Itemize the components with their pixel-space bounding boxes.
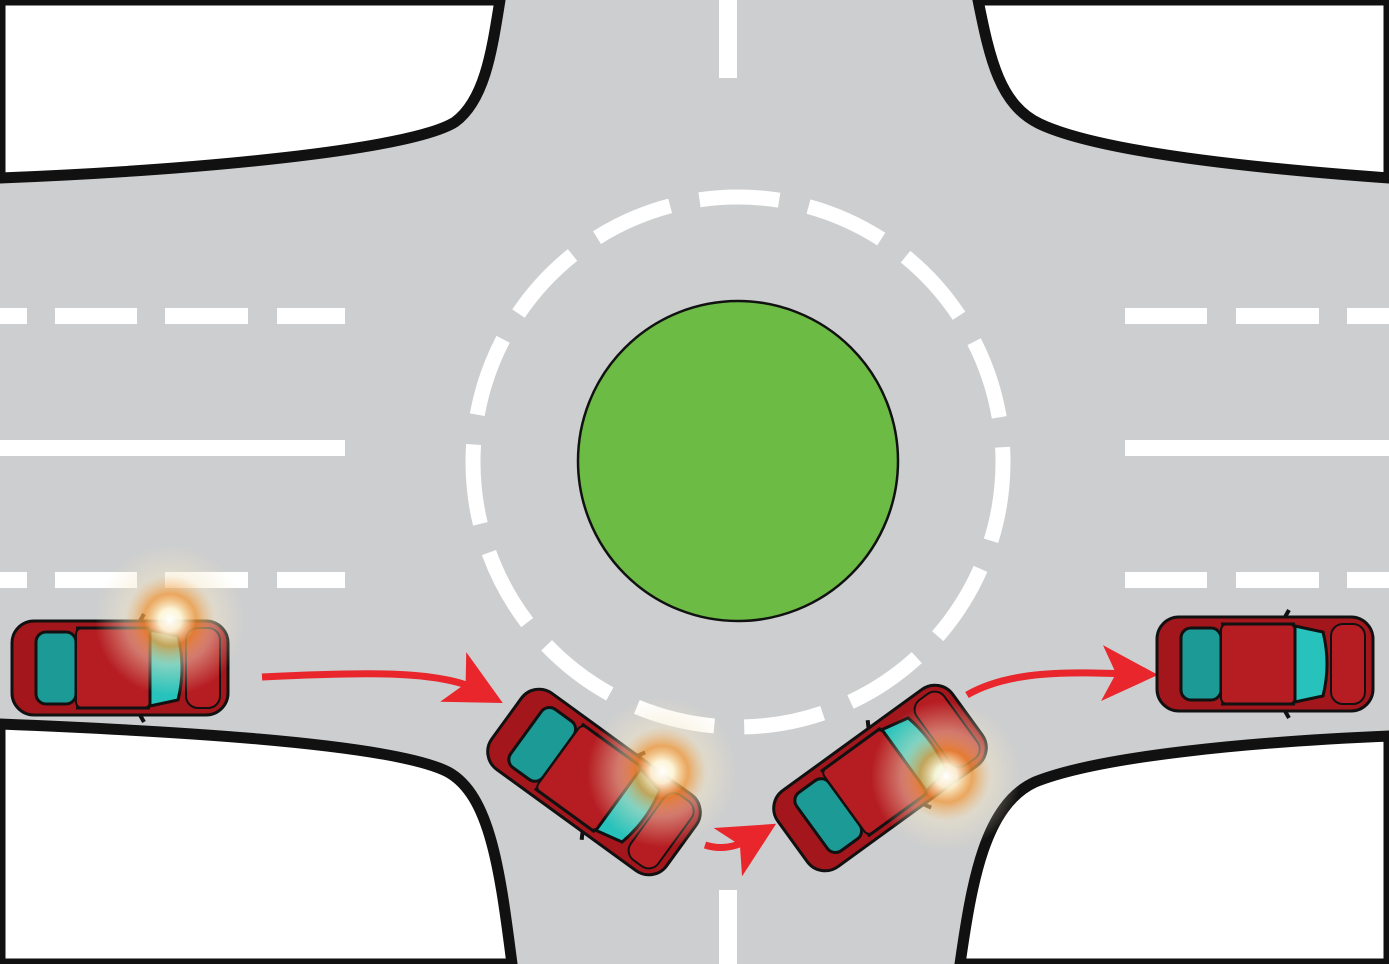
path-arrow-3 xyxy=(965,645,1158,702)
verge-top-right xyxy=(972,0,1389,184)
verge-top-left xyxy=(0,0,506,184)
path-arrow-1 xyxy=(261,652,503,704)
path-arrow-2 xyxy=(703,823,777,877)
verge-bottom-left xyxy=(0,718,518,964)
roundabout-dashed-ring xyxy=(465,189,1011,735)
indicator-light xyxy=(871,701,1021,851)
car-departed xyxy=(1155,608,1375,720)
indicator-light xyxy=(95,545,245,695)
central-island xyxy=(576,299,900,623)
verge-bottom-right xyxy=(954,730,1389,964)
indicator-light xyxy=(587,697,737,847)
